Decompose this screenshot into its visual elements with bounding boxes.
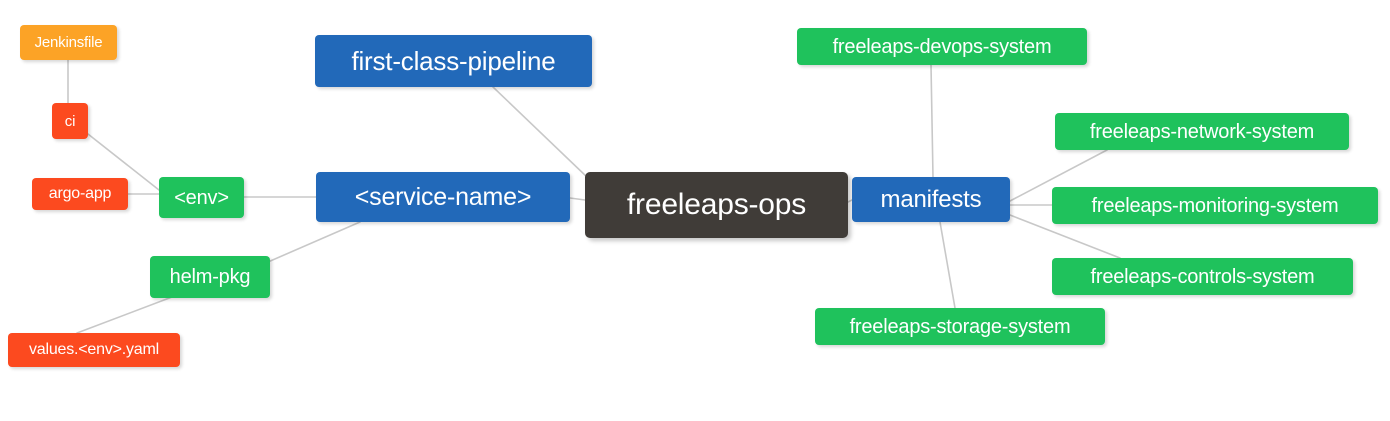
edge-manifests-to-freeleaps-devops-system <box>930 64 934 178</box>
node-values-env-yaml[interactable]: values.<env>.yaml <box>8 333 180 367</box>
node-helm-pkg[interactable]: helm-pkg <box>150 256 270 298</box>
node-jenkinsfile[interactable]: Jenkinsfile <box>20 25 117 60</box>
edge-manifests-to-freeleaps-storage-system <box>939 221 956 309</box>
node-freeleaps-storage-system[interactable]: freeleaps-storage-system <box>815 308 1105 345</box>
node-ci[interactable]: ci <box>52 103 88 139</box>
node-freeleaps-monitoring-system[interactable]: freeleaps-monitoring-system <box>1052 187 1378 224</box>
node-env[interactable]: <env> <box>159 177 244 218</box>
node-argo-app[interactable]: argo-app <box>32 178 128 210</box>
edge-freeleaps-ops-to-service-name <box>569 197 586 201</box>
node-freeleaps-network-system[interactable]: freeleaps-network-system <box>1055 113 1349 150</box>
edge-service-name-to-helm-pkg <box>267 221 361 263</box>
node-freeleaps-ops[interactable]: freeleaps-ops <box>585 172 848 238</box>
node-freeleaps-controls-system[interactable]: freeleaps-controls-system <box>1052 258 1353 295</box>
node-freeleaps-devops-system[interactable]: freeleaps-devops-system <box>797 28 1087 65</box>
edge-freeleaps-ops-to-first-class-pipeline <box>492 86 589 179</box>
node-first-class-pipeline[interactable]: first-class-pipeline <box>315 35 592 87</box>
node-service-name[interactable]: <service-name> <box>316 172 570 222</box>
edge-helm-pkg-to-values-env-yaml <box>76 296 173 334</box>
node-manifests[interactable]: manifests <box>852 177 1010 222</box>
